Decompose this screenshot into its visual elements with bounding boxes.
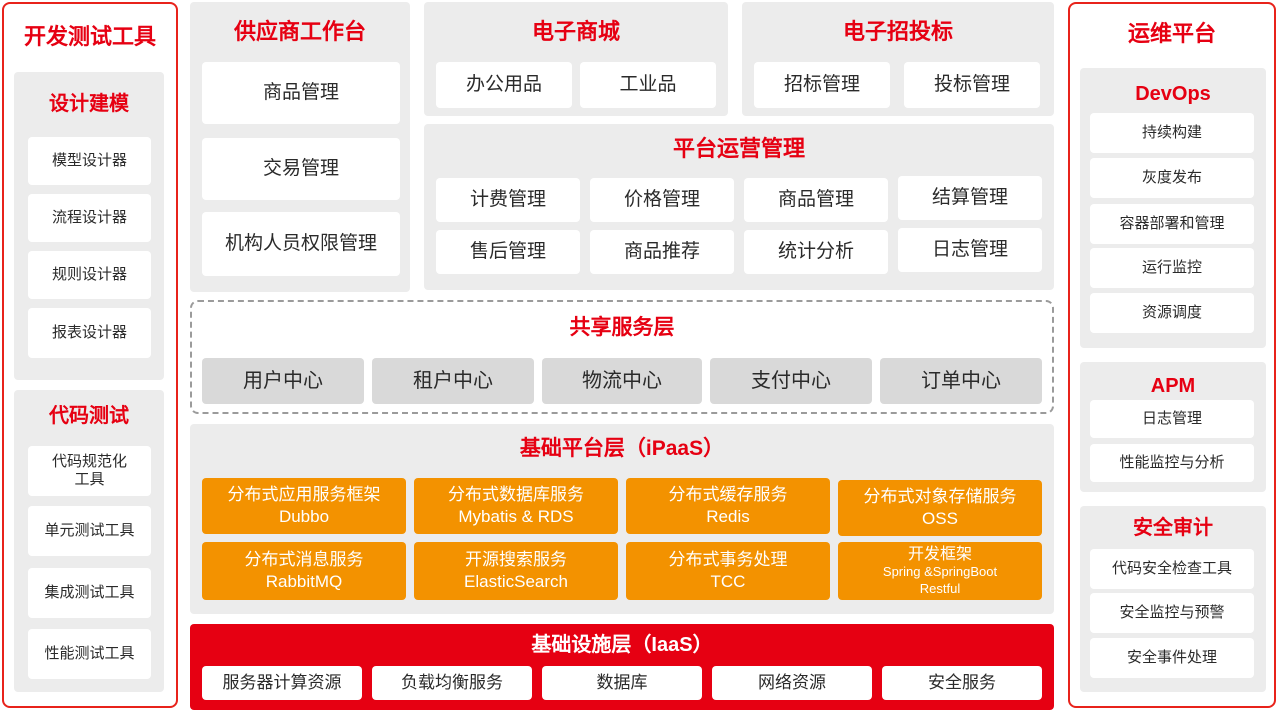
service-tech: Dubbo [278,507,330,526]
shared-services-layer: 共享服务层 用户中心 租户中心 物流中心 支付中心 订单中心 [190,300,1054,414]
supplier-workbench-title: 供应商工作台 [233,19,366,44]
platform-operations-title: 平台运营管理 [672,136,805,161]
service-tech: Mybatis & RDS [458,507,574,526]
service-name: 分布式数据库服务 [448,484,584,504]
distributed-cache-item: 分布式缓存服务 Redis [626,478,830,534]
e-bidding-panel: 电子招投标 招标管理 投标管理 [742,2,1054,116]
unit-test-tool-item: 单元测试工具 [28,506,151,556]
ops-platform-title: 运维平台 [1127,21,1216,46]
service-name: 分布式事务处理 [668,549,788,569]
database-item: 数据库 [542,666,702,700]
process-designer-item: 流程设计器 [28,194,151,242]
devops-panel: DevOps 持续构建 灰度发布 容器部署和管理 运行监控 资源调度 [1080,68,1266,348]
settlement-management-item: 结算管理 [898,176,1042,220]
e-bidding-title: 电子招投标 [842,19,953,44]
ipaas-layer: 基础平台层（iPaaS） 分布式应用服务框架 Dubbo 分布式数据库服务 My… [190,424,1054,614]
supplier-product-management-item: 商品管理 [202,62,400,124]
logistics-center-item: 物流中心 [542,358,702,404]
security-services-item: 安全服务 [882,666,1042,700]
supplier-permission-management-item: 机构人员权限管理 [202,212,400,276]
load-balancing-item: 负载均衡服务 [372,666,532,700]
ops-platform-frame: 运维平台 DevOps 持续构建 灰度发布 容器部署和管理 运行监控 资源调度 … [1068,2,1276,708]
statistical-analysis-item: 统计分析 [744,230,888,274]
e-mall-panel: 电子商城 办公用品 工业品 [424,2,728,116]
service-name: 分布式缓存服务 [668,484,788,504]
service-tech-line2: Restful [919,580,961,596]
distributed-messaging-item: 分布式消息服务 RabbitMQ [202,542,406,600]
model-designer-item: 模型设计器 [28,137,151,185]
continuous-build-item: 持续构建 [1090,113,1254,153]
distributed-database-item: 分布式数据库服务 Mybatis & RDS [414,478,618,534]
security-incident-item: 安全事件处理 [1090,638,1254,678]
devops-title: DevOps [1135,83,1211,105]
container-deploy-item: 容器部署和管理 [1090,204,1254,244]
service-tech: ElasticSearch [464,572,568,591]
service-name: 开发框架 [907,545,972,563]
security-audit-panel: 安全审计 代码安全检查工具 安全监控与预警 安全事件处理 [1080,506,1266,692]
service-tech: Redis [706,507,750,526]
ops-log-management-item: 日志管理 [898,228,1042,272]
service-tech: OSS [922,509,958,528]
after-sales-management-item: 售后管理 [436,230,580,274]
order-center-item: 订单中心 [880,358,1042,404]
service-tech: TCC [710,572,746,591]
distributed-app-framework-item: 分布式应用服务框架 Dubbo [202,478,406,534]
security-audit-title: 安全审计 [1133,517,1213,539]
service-name: 分布式应用服务框架 [227,484,381,504]
office-supplies-item: 办公用品 [436,62,572,108]
industrial-goods-item: 工业品 [580,62,716,108]
performance-monitor-item: 性能监控与分析 [1090,444,1254,482]
resource-scheduling-item: 资源调度 [1090,293,1254,333]
payment-center-item: 支付中心 [710,358,872,404]
integration-test-tool-item: 集成测试工具 [28,568,151,618]
service-tech: Spring &SpringBoot [882,563,998,579]
platform-operations-panel: 平台运营管理 计费管理 价格管理 商品管理 结算管理 售后管理 商品推荐 统计分… [424,124,1054,290]
code-standard-tool-label: 代码规范化 [51,453,127,470]
service-name: 分布式对象存储服务 [863,486,1017,506]
code-standard-tool-item: 代码规范化 工具 [28,446,151,496]
runtime-monitor-item: 运行监控 [1090,248,1254,288]
supplier-trade-management-item: 交易管理 [202,138,400,200]
log-management-item: 日志管理 [1090,400,1254,438]
shared-services-title: 共享服务层 [569,316,675,339]
user-center-item: 用户中心 [202,358,364,404]
rule-designer-item: 规则设计器 [28,251,151,299]
service-name: 分布式消息服务 [244,549,364,569]
open-source-search-item: 开源搜索服务 ElasticSearch [414,542,618,600]
gray-release-item: 灰度发布 [1090,158,1254,198]
iaas-title: 基础设施层（IaaS） [531,634,713,656]
distributed-object-storage-item: 分布式对象存储服务 OSS [838,480,1042,536]
code-security-check-item: 代码安全检查工具 [1090,549,1254,589]
tender-management-item: 招标管理 [754,62,890,108]
e-mall-title: 电子商城 [531,19,620,44]
bid-management-item: 投标管理 [904,62,1040,108]
report-designer-item: 报表设计器 [28,308,151,358]
network-resources-item: 网络资源 [712,666,872,700]
design-modeling-panel: 设计建模 模型设计器 流程设计器 规则设计器 报表设计器 [14,72,164,380]
server-compute-item: 服务器计算资源 [202,666,362,700]
distributed-transaction-item: 分布式事务处理 TCC [626,542,830,600]
billing-management-item: 计费管理 [436,178,580,222]
price-management-item: 价格管理 [590,178,734,222]
code-standard-tool-label-line2: 工具 [74,471,105,488]
iaas-layer: 基础设施层（IaaS） 服务器计算资源 负载均衡服务 数据库 网络资源 安全服务 [190,624,1054,710]
service-tech: RabbitMQ [265,572,343,591]
dev-test-tools-title: 开发测试工具 [23,24,156,49]
supplier-workbench-panel: 供应商工作台 商品管理 交易管理 机构人员权限管理 [190,2,410,292]
dev-test-tools-frame: 开发测试工具 设计建模 模型设计器 流程设计器 规则设计器 报表设计器 代码测试… [2,2,178,708]
code-testing-panel: 代码测试 代码规范化 工具 单元测试工具 集成测试工具 性能测试工具 [14,390,164,692]
performance-test-tool-item: 性能测试工具 [28,629,151,679]
ipaas-title: 基础平台层（iPaaS） [519,437,725,460]
apm-panel: APM 日志管理 性能监控与分析 [1080,362,1266,492]
service-name: 开源搜索服务 [465,549,567,569]
security-monitor-alert-item: 安全监控与预警 [1090,593,1254,633]
product-management-item: 商品管理 [744,178,888,222]
design-modeling-title: 设计建模 [49,93,129,115]
tenant-center-item: 租户中心 [372,358,534,404]
product-recommendation-item: 商品推荐 [590,230,734,274]
dev-framework-item: 开发框架 Spring &SpringBoot Restful [838,542,1042,600]
apm-title: APM [1150,375,1196,397]
code-testing-title: 代码测试 [49,405,129,427]
